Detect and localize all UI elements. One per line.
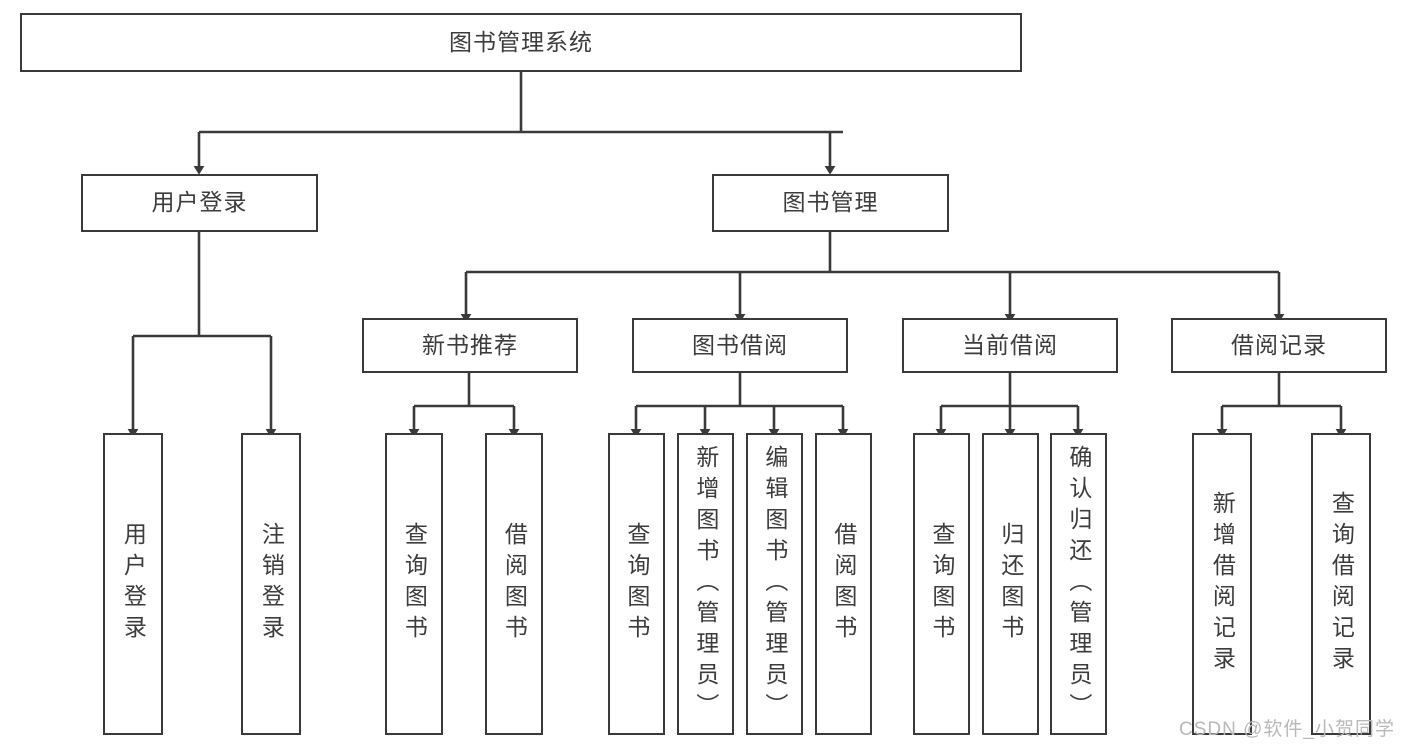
node-leaf-borrow-book-1[interactable]: 借阅图书 [485, 433, 543, 735]
node-book-manage[interactable]: 图书管理 [712, 174, 949, 232]
node-user-login-label: 用户登录 [151, 189, 248, 216]
node-leaf-return-book[interactable]: 归还图书 [982, 433, 1039, 735]
node-leaf-query-book-2-label: 查询图书 [623, 522, 650, 646]
node-leaf-user-login-label: 用户登录 [120, 522, 147, 646]
node-new-book-rec-label: 新书推荐 [422, 331, 518, 358]
node-leaf-query-book-1-label: 查询图书 [401, 522, 428, 646]
node-book-borrow-label: 图书借阅 [692, 331, 788, 358]
node-leaf-logout[interactable]: 注销登录 [241, 433, 301, 735]
node-leaf-add-book-label: 新增图书（管理员） [692, 444, 719, 724]
node-leaf-confirm-return-label: 确认归还（管理员） [1065, 444, 1092, 724]
node-leaf-edit-book[interactable]: 编辑图书（管理员） [746, 433, 803, 735]
node-leaf-query-book-3-label: 查询图书 [928, 522, 955, 646]
node-leaf-query-book-2[interactable]: 查询图书 [608, 433, 665, 735]
node-borrow-record[interactable]: 借阅记录 [1171, 318, 1387, 373]
node-leaf-confirm-return[interactable]: 确认归还（管理员） [1050, 433, 1107, 735]
node-leaf-query-record[interactable]: 查询借阅记录 [1311, 433, 1371, 735]
node-leaf-add-record-label: 新增借阅记录 [1209, 491, 1236, 677]
node-book-borrow[interactable]: 图书借阅 [632, 318, 848, 373]
node-leaf-borrow-book-1-label: 借阅图书 [501, 522, 528, 646]
node-leaf-query-book-3[interactable]: 查询图书 [913, 433, 970, 735]
node-leaf-add-book[interactable]: 新增图书（管理员） [677, 433, 734, 735]
node-current-borrow-label: 当前借阅 [962, 331, 1058, 358]
node-leaf-logout-label: 注销登录 [258, 522, 285, 646]
csdn-watermark: CSDN @软件_小贺同学 [1179, 719, 1395, 740]
node-book-manage-label: 图书管理 [782, 189, 879, 216]
node-leaf-borrow-book-2-label: 借阅图书 [830, 522, 857, 646]
node-leaf-borrow-book-2[interactable]: 借阅图书 [815, 433, 872, 735]
node-leaf-add-record[interactable]: 新增借阅记录 [1192, 433, 1252, 735]
node-leaf-query-book-1[interactable]: 查询图书 [385, 433, 443, 735]
node-leaf-return-book-label: 归还图书 [997, 522, 1024, 646]
node-leaf-edit-book-label: 编辑图书（管理员） [761, 444, 788, 724]
node-root-label: 图书管理系统 [449, 28, 593, 55]
node-current-borrow[interactable]: 当前借阅 [902, 318, 1118, 373]
node-user-login[interactable]: 用户登录 [81, 174, 318, 232]
node-leaf-query-record-label: 查询借阅记录 [1328, 491, 1355, 677]
node-root[interactable]: 图书管理系统 [20, 13, 1022, 72]
node-leaf-user-login[interactable]: 用户登录 [103, 433, 163, 735]
node-new-book-rec[interactable]: 新书推荐 [362, 318, 578, 373]
node-borrow-record-label: 借阅记录 [1231, 331, 1327, 358]
